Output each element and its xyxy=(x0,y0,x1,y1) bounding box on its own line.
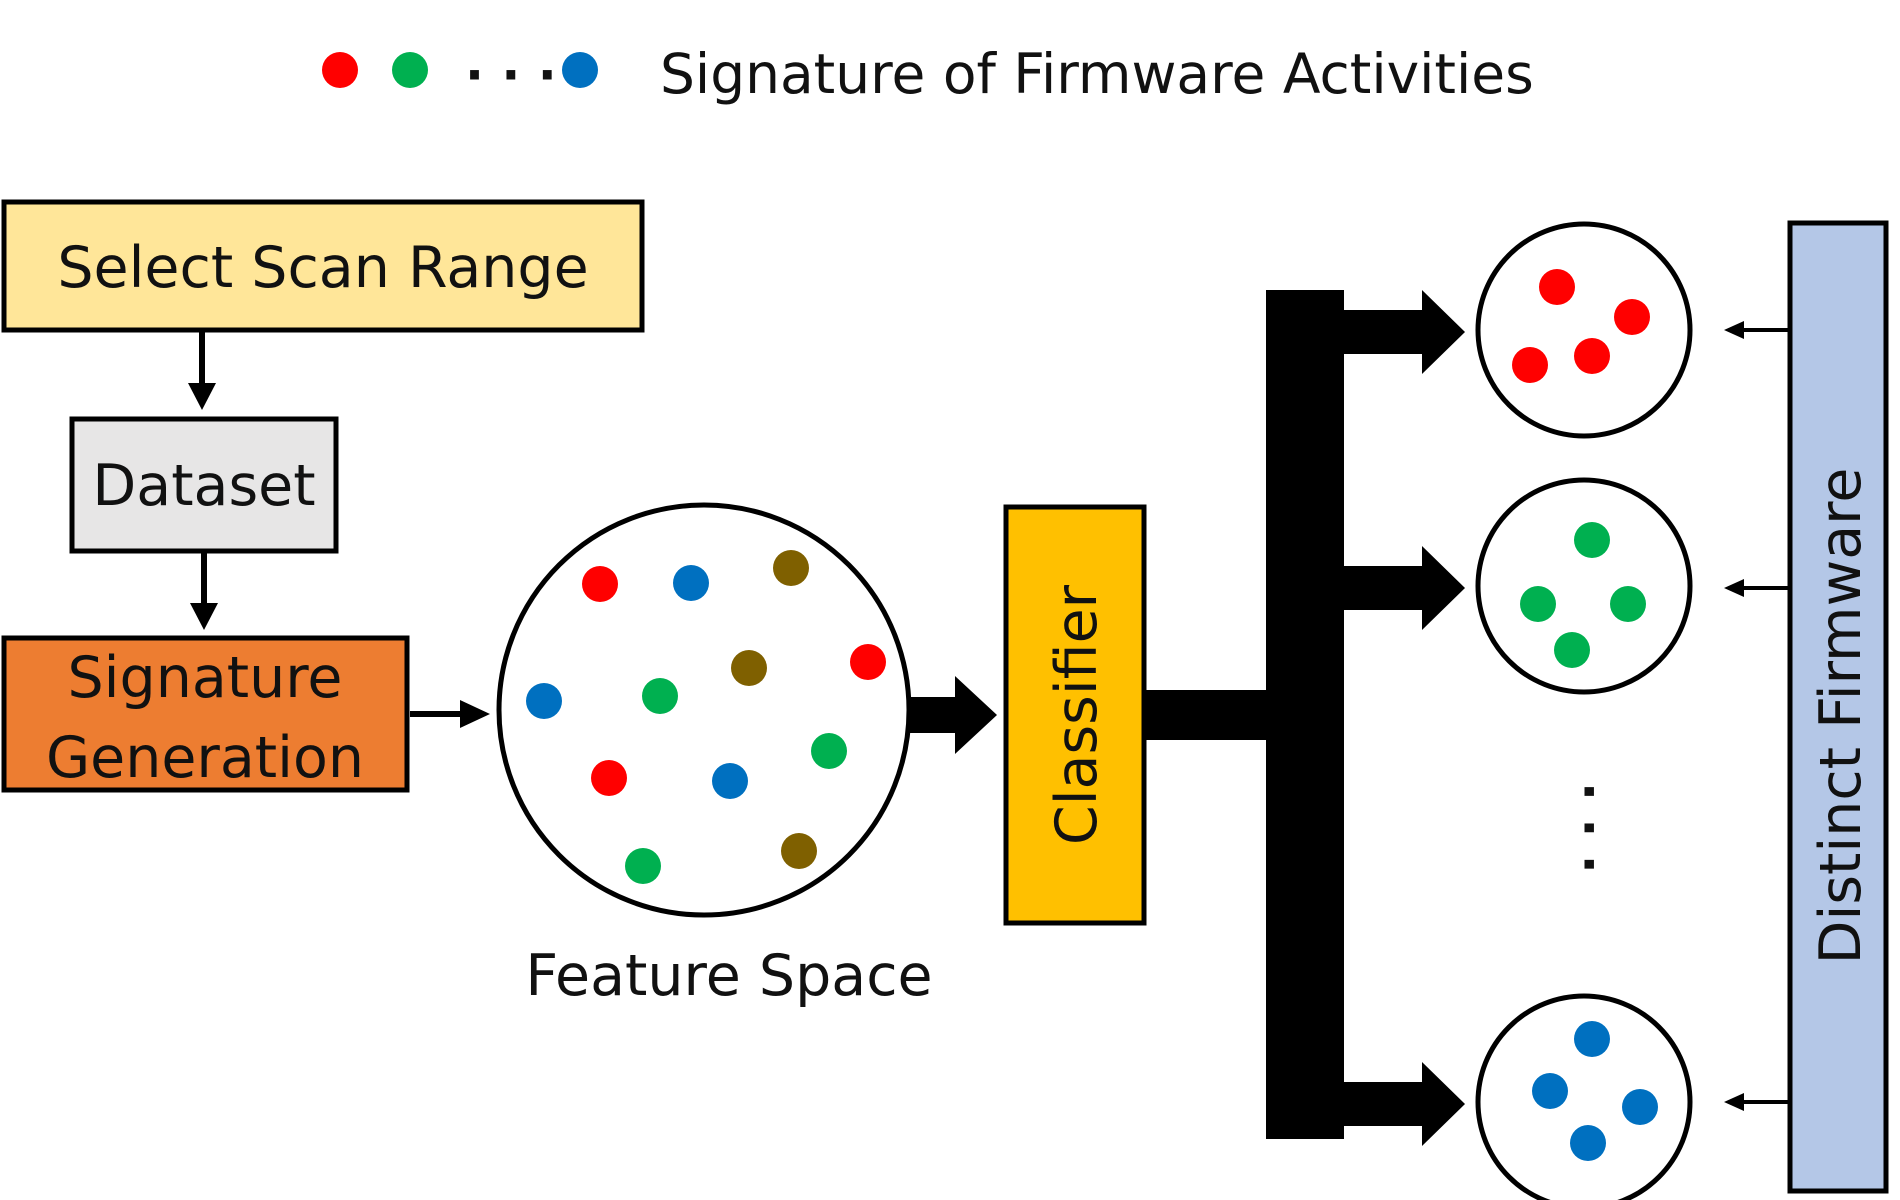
green-cluster-circle xyxy=(1475,477,1693,695)
feature-dot xyxy=(731,650,767,686)
legend-label: Signature of Firmware Activities xyxy=(660,42,1534,106)
feature-space-dots xyxy=(526,550,886,884)
cluster-dot xyxy=(1570,1125,1606,1161)
branch-arrow-blue-shaft xyxy=(1344,1082,1424,1126)
firmware-arrow-blue xyxy=(1724,1093,1790,1111)
cluster-ellipsis: · · · xyxy=(1560,782,1618,874)
dataset-box: Dataset xyxy=(69,416,339,554)
legend-ellipsis: · · · xyxy=(465,46,557,104)
cluster-dot xyxy=(1512,347,1548,383)
thick-connector-classifier xyxy=(1144,690,1266,740)
green-cluster xyxy=(1475,477,1693,695)
arrow-dataset-to-signature-head xyxy=(190,603,218,630)
firmware-arrow-red xyxy=(1724,321,1790,339)
signature-generation-label-line1: Signature xyxy=(68,645,343,711)
feature-dot xyxy=(625,848,661,884)
thick-arrow-feature-to-classifier-head xyxy=(955,676,997,754)
branch-arrow-green-shaft xyxy=(1344,566,1424,610)
classifier-rect xyxy=(1003,504,1147,926)
legend-red-dot xyxy=(322,52,358,88)
cluster-dot xyxy=(1554,632,1590,668)
signature-generation-rect xyxy=(1,635,410,793)
feature-dot xyxy=(850,644,886,680)
select-scan-range-box: Select Scan Range xyxy=(1,199,645,333)
feature-dot xyxy=(582,566,618,602)
firmware-arrow-red-head xyxy=(1724,321,1744,339)
cluster-dot xyxy=(1532,1073,1568,1109)
cluster-dot xyxy=(1610,586,1646,622)
blue-cluster-circle xyxy=(1475,993,1693,1200)
distinct-firmware-rect xyxy=(1787,220,1889,1194)
blue-cluster xyxy=(1475,993,1693,1200)
red-cluster xyxy=(1475,221,1693,439)
cluster-dot xyxy=(1574,1021,1610,1057)
arrow-scan-to-dataset-head xyxy=(188,383,216,410)
branch-arrow-red xyxy=(1344,290,1465,374)
branch-arrow-red-head xyxy=(1422,290,1465,374)
cluster-dot xyxy=(1539,269,1575,305)
firmware-arrow-green-head xyxy=(1724,579,1744,597)
legend: · · · Signature of Firmware Activities xyxy=(322,42,1534,106)
distinct-firmware-box: Distinct Firmware xyxy=(1787,220,1889,1194)
signature-generation-box: Signature Generation xyxy=(1,635,410,793)
branch-arrow-blue xyxy=(1344,1062,1465,1146)
feature-dot xyxy=(526,683,562,719)
feature-dot xyxy=(642,678,678,714)
branch-arrow-green xyxy=(1344,546,1465,630)
legend-blue-dot xyxy=(562,52,598,88)
branch-arrow-blue-head xyxy=(1422,1062,1465,1146)
feature-dot xyxy=(781,833,817,869)
red-cluster-circle xyxy=(1475,221,1693,439)
legend-green-dot xyxy=(392,52,428,88)
feature-dot xyxy=(673,565,709,601)
classifier-box: Classifier xyxy=(1003,504,1147,926)
feature-dot xyxy=(591,760,627,796)
distinct-firmware-label: Distinct Firmware xyxy=(1808,468,1874,965)
select-scan-range-label: Select Scan Range xyxy=(57,235,588,301)
feature-dot xyxy=(712,763,748,799)
branch-arrow-green-head xyxy=(1422,546,1465,630)
cluster-dot xyxy=(1614,299,1650,335)
firmware-arrow-green xyxy=(1724,579,1790,597)
feature-dot xyxy=(811,733,847,769)
dataset-rect xyxy=(69,416,339,554)
feature-space: Feature Space xyxy=(496,502,933,1009)
cluster-dot xyxy=(1574,522,1610,558)
thick-vertical-bar xyxy=(1266,290,1344,1139)
firmware-arrow-blue-head xyxy=(1724,1093,1744,1111)
cluster-dot xyxy=(1622,1089,1658,1125)
classifier-label: Classifier xyxy=(1044,584,1110,845)
feature-space-label: Feature Space xyxy=(525,943,932,1009)
select-scan-range-rect xyxy=(1,199,645,333)
feature-space-circle xyxy=(496,502,912,918)
signature-generation-label-line2: Generation xyxy=(46,725,364,791)
thick-arrow-feature-to-classifier-shaft xyxy=(909,697,959,733)
feature-dot xyxy=(773,550,809,586)
branch-arrow-red-shaft xyxy=(1344,310,1424,354)
dataset-label: Dataset xyxy=(92,453,315,519)
cluster-dot xyxy=(1574,338,1610,374)
cluster-dot xyxy=(1520,586,1556,622)
arrow-signature-to-feature-space-head xyxy=(460,700,490,728)
